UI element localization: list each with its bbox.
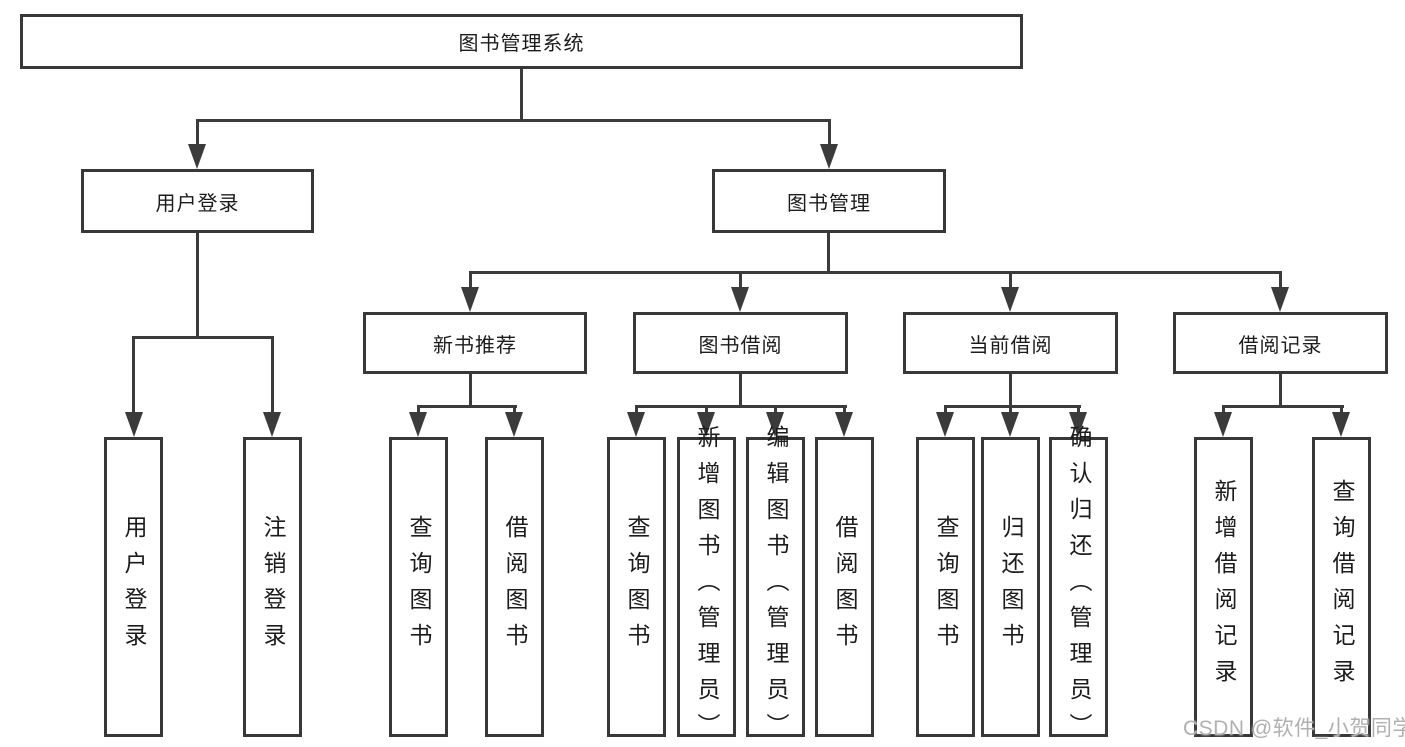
leaf-label: 编辑图书（管理员） <box>763 425 789 747</box>
leaf-user-login: 用户登录 <box>104 437 163 737</box>
connector-level2-rail <box>197 119 831 122</box>
connector-drop <box>417 405 420 414</box>
leaf-label: 借阅图书 <box>502 515 528 659</box>
node-user-login: 用户登录 <box>81 169 314 233</box>
node-label: 用户登录 <box>155 192 240 215</box>
connector-drop <box>513 405 516 414</box>
node-new-book-recommend: 新书推荐 <box>363 312 587 374</box>
connector-userlogin-rail <box>132 336 274 339</box>
connector-drop <box>1009 405 1012 414</box>
connector-drop <box>635 405 638 414</box>
arrowhead-icon <box>409 412 427 437</box>
arrowhead-icon <box>188 144 206 169</box>
leaf-borrow-books-recommend: 借阅图书 <box>485 437 544 737</box>
connector-drop <box>1077 405 1080 414</box>
connector-records-stem <box>1279 374 1282 407</box>
connector-recommend-rail <box>417 405 517 408</box>
node-label: 当前借阅 <box>968 334 1053 357</box>
csdn-watermark: CSDN @软件_小贺同学 <box>1183 717 1405 740</box>
arrowhead-icon <box>1271 287 1289 312</box>
leaf-label: 查询图书 <box>406 515 432 659</box>
leaf-label: 查询图书 <box>624 515 650 659</box>
node-label: 图书借阅 <box>698 334 783 357</box>
leaf-label: 归还图书 <box>998 515 1024 659</box>
leaf-label: 用户登录 <box>121 515 147 659</box>
leaf-label: 新增图书（管理员） <box>694 425 720 747</box>
node-current-borrowing: 当前借阅 <box>903 312 1118 374</box>
leaf-label: 借阅图书 <box>832 515 858 659</box>
node-label: 新书推荐 <box>433 334 517 357</box>
connector-drop <box>843 405 846 414</box>
leaf-query-books-borrowing: 查询图书 <box>607 437 666 737</box>
leaf-add-book-admin: 新增图书（管理员） <box>677 425 736 747</box>
node-label: 图书管理 <box>787 192 871 215</box>
connector-drop <box>739 271 742 289</box>
connector-borrowing-rail <box>635 405 847 408</box>
node-label: 借阅记录 <box>1238 334 1323 357</box>
node-book-management: 图书管理 <box>712 169 946 233</box>
arrowhead-icon <box>1214 412 1232 437</box>
leaf-label: 注销登录 <box>260 515 286 659</box>
leaf-query-borrow-record: 查询借阅记录 <box>1312 437 1371 737</box>
connector-drop <box>705 405 708 414</box>
connector-drop <box>1279 271 1282 289</box>
leaf-return-book: 归还图书 <box>981 437 1040 737</box>
connector-drop <box>1009 271 1012 289</box>
leaf-edit-book-admin: 编辑图书（管理员） <box>746 425 805 747</box>
connector-drop <box>774 405 777 414</box>
connector-level3-rail <box>469 271 1282 274</box>
connector-drop <box>132 336 135 414</box>
leaf-query-books-recommend: 查询图书 <box>389 437 448 737</box>
connector-borrowing-stem <box>739 374 742 407</box>
arrowhead-icon <box>1001 412 1019 437</box>
arrowhead-icon <box>731 287 749 312</box>
connector-current-rail <box>944 405 1081 408</box>
arrowhead-icon <box>263 412 281 437</box>
leaf-label: 确认归还（管理员） <box>1066 425 1092 747</box>
connector-records-rail <box>1222 405 1344 408</box>
connector-root-stem <box>520 69 523 119</box>
arrowhead-icon <box>766 412 784 437</box>
connector-userlogin-stem <box>196 233 199 338</box>
connector-recommend-stem <box>469 374 472 408</box>
leaf-confirm-return-admin: 确认归还（管理员） <box>1049 425 1108 747</box>
arrowhead-icon <box>835 412 853 437</box>
connector-drop <box>469 271 472 289</box>
leaf-logout: 注销登录 <box>243 437 302 737</box>
node-borrowing-records: 借阅记录 <box>1173 312 1388 374</box>
connector-drop <box>944 405 947 414</box>
connector-drop <box>196 119 199 146</box>
connector-current-stem <box>1009 374 1012 407</box>
arrowhead-icon <box>505 412 523 437</box>
arrowhead-icon <box>125 412 143 437</box>
connector-drop <box>1340 405 1343 414</box>
node-label: 图书管理系统 <box>458 33 585 55</box>
node-book-borrowing: 图书借阅 <box>633 312 848 374</box>
leaf-label: 新增借阅记录 <box>1211 479 1237 695</box>
connector-drop <box>1222 405 1225 414</box>
arrowhead-icon <box>1332 412 1350 437</box>
leaf-label: 查询图书 <box>933 515 959 659</box>
connector-bookmgmt-stem <box>827 233 830 273</box>
arrowhead-icon <box>1069 412 1087 437</box>
leaf-borrow-books-borrowing: 借阅图书 <box>815 437 874 737</box>
leaf-query-books-current: 查询图书 <box>916 437 975 737</box>
arrowhead-icon <box>627 412 645 437</box>
arrowhead-icon <box>461 287 479 312</box>
arrowhead-icon <box>697 412 715 437</box>
arrowhead-icon <box>1001 287 1019 312</box>
leaf-add-borrow-record: 新增借阅记录 <box>1194 437 1253 737</box>
connector-drop <box>828 119 831 146</box>
connector-drop <box>271 336 274 414</box>
node-library-management-system: 图书管理系统 <box>20 14 1023 69</box>
arrowhead-icon <box>936 412 954 437</box>
arrowhead-icon <box>820 144 838 169</box>
leaf-label: 查询借阅记录 <box>1329 479 1355 695</box>
